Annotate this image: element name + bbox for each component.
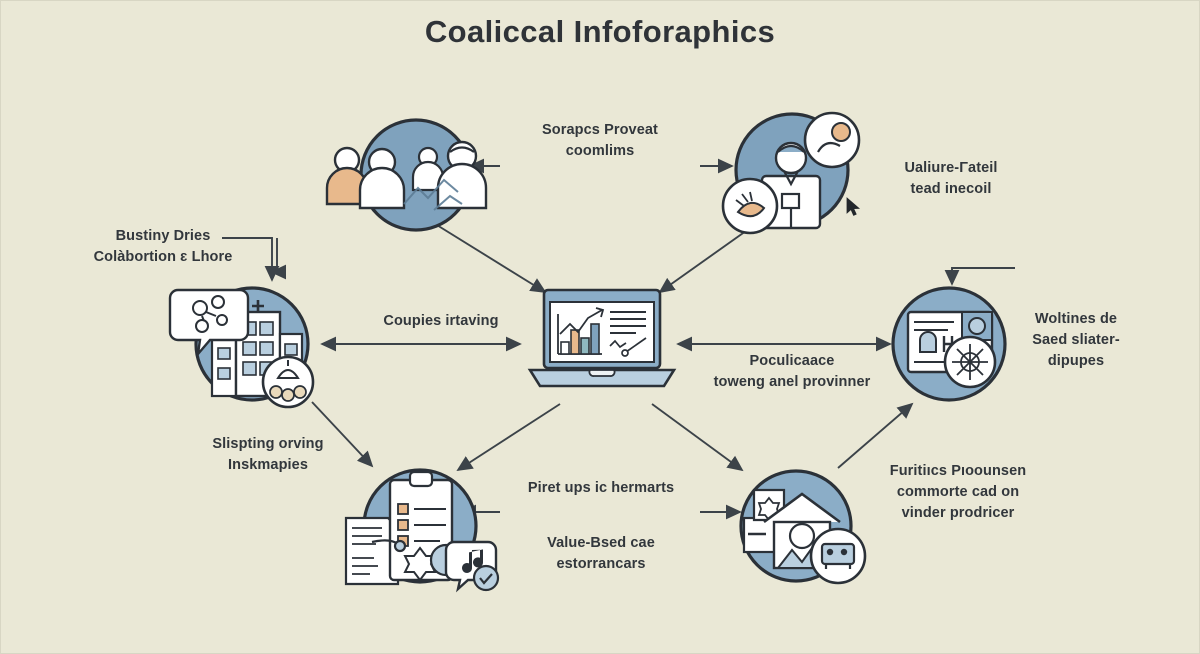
scatter-line-icon (609, 337, 647, 357)
person-orange-icon (325, 146, 369, 206)
transport-badge-icon (809, 527, 867, 585)
arrow-homecare-to-records (837, 402, 914, 469)
hospital-node[interactable] (168, 282, 327, 412)
label-bottom-right: Furitiıcs Pıoounsen commorte cad on vind… (889, 463, 1027, 522)
arrow-center-to-homecare (651, 403, 744, 472)
analytics-laptop-node[interactable] (527, 284, 677, 399)
home-care-node[interactable] (732, 466, 872, 590)
person-small-icon (411, 146, 445, 192)
elbow-to-hospital (222, 237, 280, 282)
arrow-hospital-to-checklist (311, 401, 374, 468)
label-top-right: Ualiure-Γateil tead inecoil (904, 160, 998, 198)
arrow-center-to-checklist (456, 403, 561, 472)
clinician-node[interactable] (714, 108, 874, 238)
security-badge-icon (943, 335, 997, 389)
arrow-topright-to-center (658, 225, 754, 294)
bar-chart-icon (557, 307, 605, 355)
laptop-chart-icon (527, 288, 677, 388)
check-badge-icon (472, 564, 500, 592)
label-bottom-lower: Value-Bsed cae estorrancars (547, 535, 655, 573)
patient-group-node[interactable] (316, 118, 488, 233)
stethoscope-icon (371, 539, 407, 553)
page-title: Coaliccal Infoforaphics (424, 14, 776, 49)
label-left-upper: Bustiny Dries Colàbortion ɛ Lhore (93, 228, 233, 266)
patient-badge-icon (803, 111, 861, 169)
label-top-center: Sorapcs Proveat coomlims (542, 122, 658, 160)
label-mid-right: Poculicaace toweng anel provinner (713, 353, 871, 391)
label-right: Woltines de Saed sliater- dipupes (1032, 311, 1120, 370)
mouse-cursor-icon (846, 197, 861, 216)
trend-strokes-icon (403, 178, 463, 211)
arrow-topleft-to-center (431, 221, 547, 294)
elbow-to-records (944, 267, 1015, 286)
label-mid-left: Coupies irtaving (383, 313, 499, 329)
report-lines-icon (610, 311, 646, 334)
label-left-lower: Slispting orving Inskmapies (212, 436, 324, 474)
care-plan-node[interactable] (334, 462, 502, 594)
records-node[interactable] (886, 284, 1018, 406)
staff-badge-icon (261, 355, 315, 409)
molecule-bubble-icon (168, 288, 250, 358)
label-bottom-upper: Piret ups ic hermarts (527, 480, 675, 496)
care-hands-badge-icon (721, 177, 779, 235)
person-white-icon (358, 147, 406, 210)
